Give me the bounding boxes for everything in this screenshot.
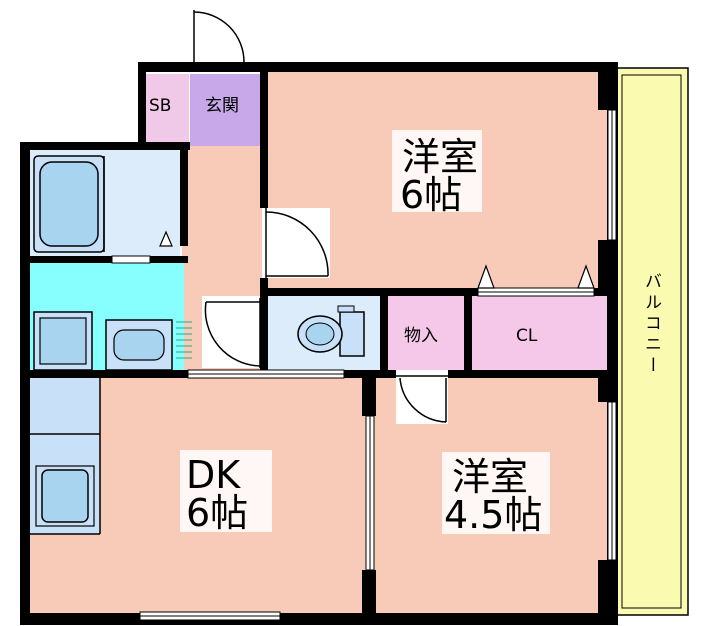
bath-door (111, 255, 151, 264)
entrance-label: 玄関 (205, 96, 239, 116)
storage (388, 296, 464, 370)
toilet-door (202, 296, 261, 368)
western-room-4-5-label-1: 洋室 (452, 455, 528, 499)
shoebox-label: SB (149, 96, 171, 116)
western-room-6-label-1: 洋室 (402, 135, 478, 179)
western-room-6-door (262, 208, 330, 278)
closet-label: CL (516, 326, 538, 346)
storage-label: 物入 (404, 326, 438, 346)
western-room-6-label-2: 6帖 (400, 173, 462, 217)
western-room-4-5-label-2: 4.5帖 (444, 493, 542, 537)
dk-label-2: 6帖 (186, 491, 248, 535)
balcony (614, 67, 689, 616)
dk-label-1: DK (186, 453, 241, 497)
closet (470, 296, 610, 370)
shoebox (145, 74, 189, 146)
entrance (190, 74, 260, 146)
kitchen-sink (41, 469, 89, 523)
western-room-4-5-door (396, 375, 448, 424)
front-door (192, 8, 252, 63)
balcony-label: バルコニー (641, 272, 661, 377)
toilet-tank (339, 311, 365, 357)
